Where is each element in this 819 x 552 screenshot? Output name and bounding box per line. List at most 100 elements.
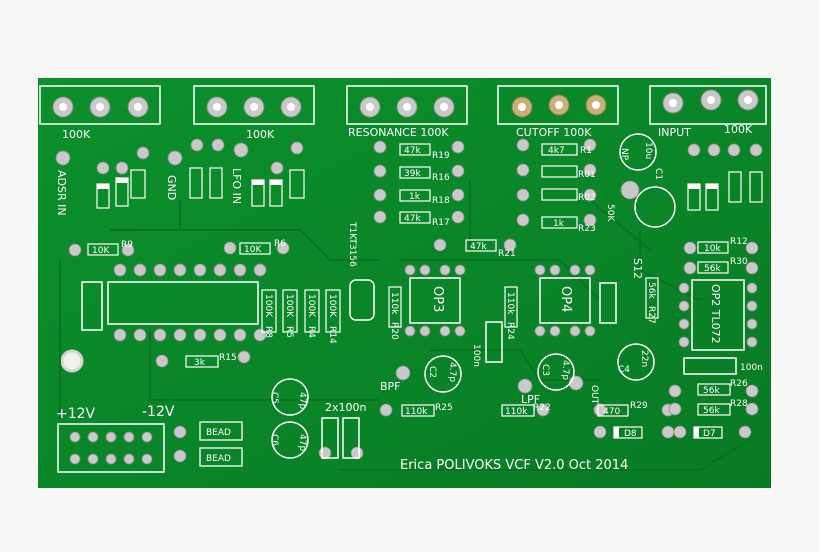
res-ref-r26: R26: [730, 379, 748, 389]
res-ref-r22: R22: [533, 403, 551, 413]
res-value-r5: 100K: [284, 294, 294, 318]
res-value-r29: 470: [603, 407, 620, 417]
res-value-r4: 100K: [306, 294, 316, 318]
label-2x100n: 2x100n: [325, 401, 367, 414]
res-value-r18: 1k: [409, 192, 421, 202]
res-value-r26: 56k: [703, 386, 720, 396]
res-ref-r6: R6: [274, 239, 286, 249]
label-plus12v: +12V: [56, 406, 96, 422]
res-ref-r8: R8: [263, 326, 273, 338]
res-ref-r01: R01: [578, 170, 596, 180]
pot-label-1: 100K: [62, 128, 91, 141]
cap-ref-c6: C6: [269, 434, 279, 446]
cap-ref-c5: C5: [269, 392, 279, 404]
res-ref-r25: R25: [435, 403, 453, 413]
label-out: OUT: [589, 385, 599, 405]
ic-left-footprint: [107, 263, 267, 342]
pot-label-2: 100K: [246, 128, 275, 141]
power-header: [57, 423, 165, 473]
cap-ref-c2: C2: [427, 366, 437, 378]
res-ref-r02: R02: [578, 193, 596, 203]
res-value-r25: 110k: [405, 407, 428, 417]
res-value-r1: 4k7: [548, 146, 565, 156]
res-value-r6: 10K: [244, 245, 262, 255]
res-ref-r9: R9: [121, 240, 133, 250]
res-ref-r23: R23: [578, 224, 596, 234]
label-op4: OP4: [558, 286, 573, 312]
pot-label-resonance: RESONANCE 100K: [348, 126, 449, 139]
bead-footprint-1: [199, 421, 243, 441]
label-transistor: T1KT3156: [347, 221, 357, 267]
res-ref-r16: R16: [432, 173, 450, 183]
label-s12: S12: [631, 258, 644, 279]
label-bead-2: BEAD: [206, 454, 231, 464]
diode-ref-d8: D8: [624, 429, 637, 439]
res-ref-r15: R15: [219, 353, 237, 363]
cap-value-c3: 4.7p: [560, 360, 570, 380]
res-ref-r4: R4: [306, 326, 316, 338]
cap-value-c1: 10u: [643, 142, 653, 159]
label-op3: OP3: [430, 286, 445, 312]
cap-value-c2: 4.7p: [447, 362, 457, 382]
diode-footprints: [96, 177, 723, 439]
res-ref-r5: R5: [284, 326, 294, 338]
label-adsr-in: ADSR IN: [55, 170, 68, 216]
res-ref-r30: R30: [730, 257, 748, 267]
cap-ref-c1: C1: [653, 168, 663, 180]
label-minus12v: -12V: [142, 404, 175, 420]
res-value-r27: 56k: [646, 282, 656, 299]
cap-value-100n-a: 100n: [471, 344, 481, 367]
res-ref-r18: R18: [432, 196, 450, 206]
cap-value-c6: 47p: [297, 434, 307, 451]
res-ref-r28: R28: [730, 399, 748, 409]
res-value-r8: 100K: [263, 294, 273, 318]
res-ref-r1: R1: [580, 146, 592, 156]
res-ref-r17: R17: [432, 218, 450, 228]
res-ref-r29: R29: [630, 401, 648, 411]
bead-footprint-2: [199, 447, 243, 467]
label-gnd: GND: [165, 175, 178, 200]
res-value-r16: 39k: [404, 169, 421, 179]
pot-pads: [52, 89, 759, 118]
cap-ref-c4: C4: [618, 365, 630, 375]
label-np: NP: [619, 148, 629, 161]
res-value-r19: 47k: [404, 146, 421, 156]
cap-ref-c3: C3: [540, 364, 550, 376]
pot-label-5: 100K: [724, 123, 753, 136]
board-title: Erica POLIVOKS VCF V2.0 Oct 2014: [400, 458, 628, 473]
traces: [59, 180, 751, 471]
label-bpf: BPF: [380, 380, 401, 393]
pcb-board: [38, 78, 771, 488]
res-ref-r27: R27: [646, 306, 656, 324]
res-value-r20: 110k: [389, 292, 399, 315]
pot-footprints: [39, 85, 767, 125]
res-value-r28: 56k: [703, 406, 720, 416]
res-ref-r24: R24: [505, 322, 515, 340]
opamp-footprints: [409, 277, 745, 351]
res-value-r15: 3k: [194, 358, 206, 368]
res-ref-r12: R12: [730, 237, 748, 247]
cap-footprints: [81, 133, 737, 459]
label-50k: 50K: [605, 204, 615, 222]
res-value-r9: 10K: [92, 246, 110, 256]
res-ref-r21: R21: [498, 249, 516, 259]
cap-value-c5: 47p: [297, 392, 307, 409]
cap-value-100n-b: 100n: [740, 363, 763, 373]
label-lpf: LPF: [521, 393, 540, 406]
res-ref-r20: R20: [389, 322, 399, 340]
res-value-r30: 56k: [704, 264, 721, 274]
label-op2: OP2 TL072: [709, 284, 722, 344]
res-value-r14: 100K: [327, 294, 337, 318]
cap-value-c4: 22n: [639, 350, 649, 367]
res-value-r23: 1k: [553, 219, 565, 229]
component-pads: [55, 138, 763, 463]
diode-ref-d7: D7: [703, 429, 716, 439]
res-ref-r14: R14: [327, 326, 337, 344]
res-value-r22: 110k: [505, 407, 528, 417]
res-ref-r19: R19: [432, 151, 450, 161]
transistor-footprint: [349, 279, 375, 321]
res-value-r17: 47k: [404, 214, 421, 224]
opamp-pads: [404, 264, 758, 348]
